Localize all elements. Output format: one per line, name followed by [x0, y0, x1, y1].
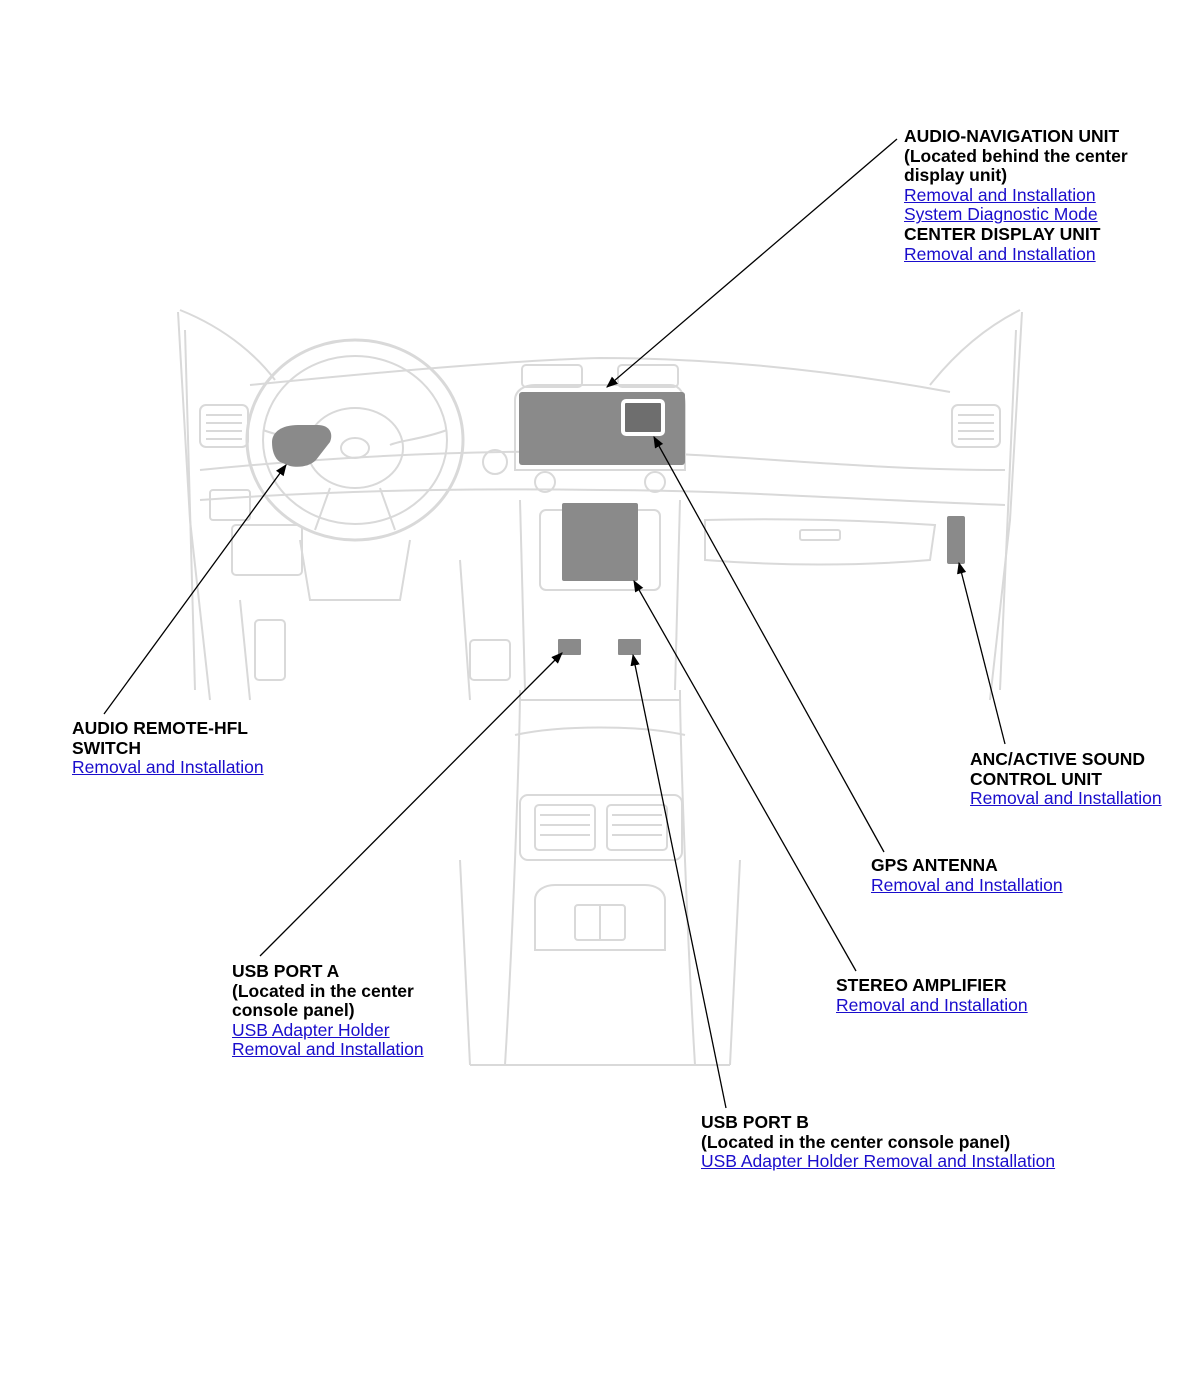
audio-nav-note-1: (Located behind the center: [904, 145, 1128, 166]
vehicle-interior-illustration: [177, 309, 1023, 1066]
leader-usb-b: [630, 653, 727, 1109]
usb-b-title: USB PORT B: [701, 1112, 809, 1132]
leader-usb-a: [259, 652, 563, 957]
leader-lines: [103, 138, 1006, 1109]
callout-anc-control-unit: ANC/ACTIVE SOUND CONTROL UNIT Removal an…: [970, 749, 1162, 809]
callout-audio-navigation-unit: AUDIO-NAVIGATION UNIT (Located behind th…: [904, 126, 1128, 264]
leader-remote: [103, 464, 287, 715]
remote-switch-title-2: SWITCH: [72, 737, 142, 758]
usb-b-holder-removal-link[interactable]: USB Adapter Holder Removal and Installat…: [701, 1151, 1056, 1172]
audio-nav-title: AUDIO-NAVIGATION UNIT: [904, 126, 1120, 146]
gps-title: GPS ANTENNA: [871, 855, 998, 875]
leader-audio-nav: [606, 138, 898, 388]
gps-removal-link[interactable]: Removal and Installation: [871, 874, 1063, 895]
amplifier-removal-link[interactable]: Removal and Installation: [836, 994, 1028, 1015]
callout-audio-remote-switch: AUDIO REMOTE-HFL SWITCH Removal and Inst…: [72, 718, 264, 778]
usb-a-removal-link[interactable]: Removal and Installation: [232, 1039, 424, 1060]
leader-anc: [957, 561, 1006, 745]
audio-nav-removal-link[interactable]: Removal and Installation: [904, 184, 1096, 205]
usb-a-note-2: console panel): [232, 1000, 355, 1021]
usb-a-title: USB PORT A: [232, 961, 340, 981]
anc-control-unit: [947, 516, 965, 564]
stereo-amplifier: [562, 503, 638, 581]
usb-a-holder-link[interactable]: USB Adapter Holder: [232, 1019, 390, 1040]
audio-nav-diagnostic-link[interactable]: System Diagnostic Mode: [904, 204, 1098, 225]
center-display-title: CENTER DISPLAY UNIT: [904, 223, 1101, 244]
anc-removal-link[interactable]: Removal and Installation: [970, 788, 1162, 809]
callout-usb-port-a: USB PORT A (Located in the center consol…: [232, 961, 424, 1060]
remote-switch-removal-link[interactable]: Removal and Installation: [72, 757, 264, 778]
callout-usb-port-b: USB PORT B (Located in the center consol…: [701, 1112, 1056, 1172]
callout-stereo-amplifier: STEREO AMPLIFIER Removal and Installatio…: [836, 975, 1028, 1015]
leader-amp: [633, 579, 857, 972]
amplifier-title: STEREO AMPLIFIER: [836, 975, 1007, 995]
usb-b-note-1: (Located in the center console panel): [701, 1131, 1011, 1152]
center-display-removal-link[interactable]: Removal and Installation: [904, 243, 1096, 264]
gps-antenna-highlight: [621, 399, 665, 436]
audio-nav-note-2: display unit): [904, 165, 1008, 186]
components: [272, 392, 965, 657]
usb-a-note-1: (Located in the center: [232, 980, 414, 1001]
anc-title-2: CONTROL UNIT: [970, 768, 1102, 789]
leader-gps: [653, 435, 885, 853]
usb-port-b: [616, 637, 643, 657]
audio-remote-switch: [272, 425, 332, 467]
callout-gps-antenna: GPS ANTENNA Removal and Installation: [871, 855, 1063, 895]
anc-title-1: ANC/ACTIVE SOUND: [970, 749, 1146, 769]
usb-port-a: [556, 637, 583, 657]
remote-switch-title-1: AUDIO REMOTE-HFL: [72, 718, 248, 738]
